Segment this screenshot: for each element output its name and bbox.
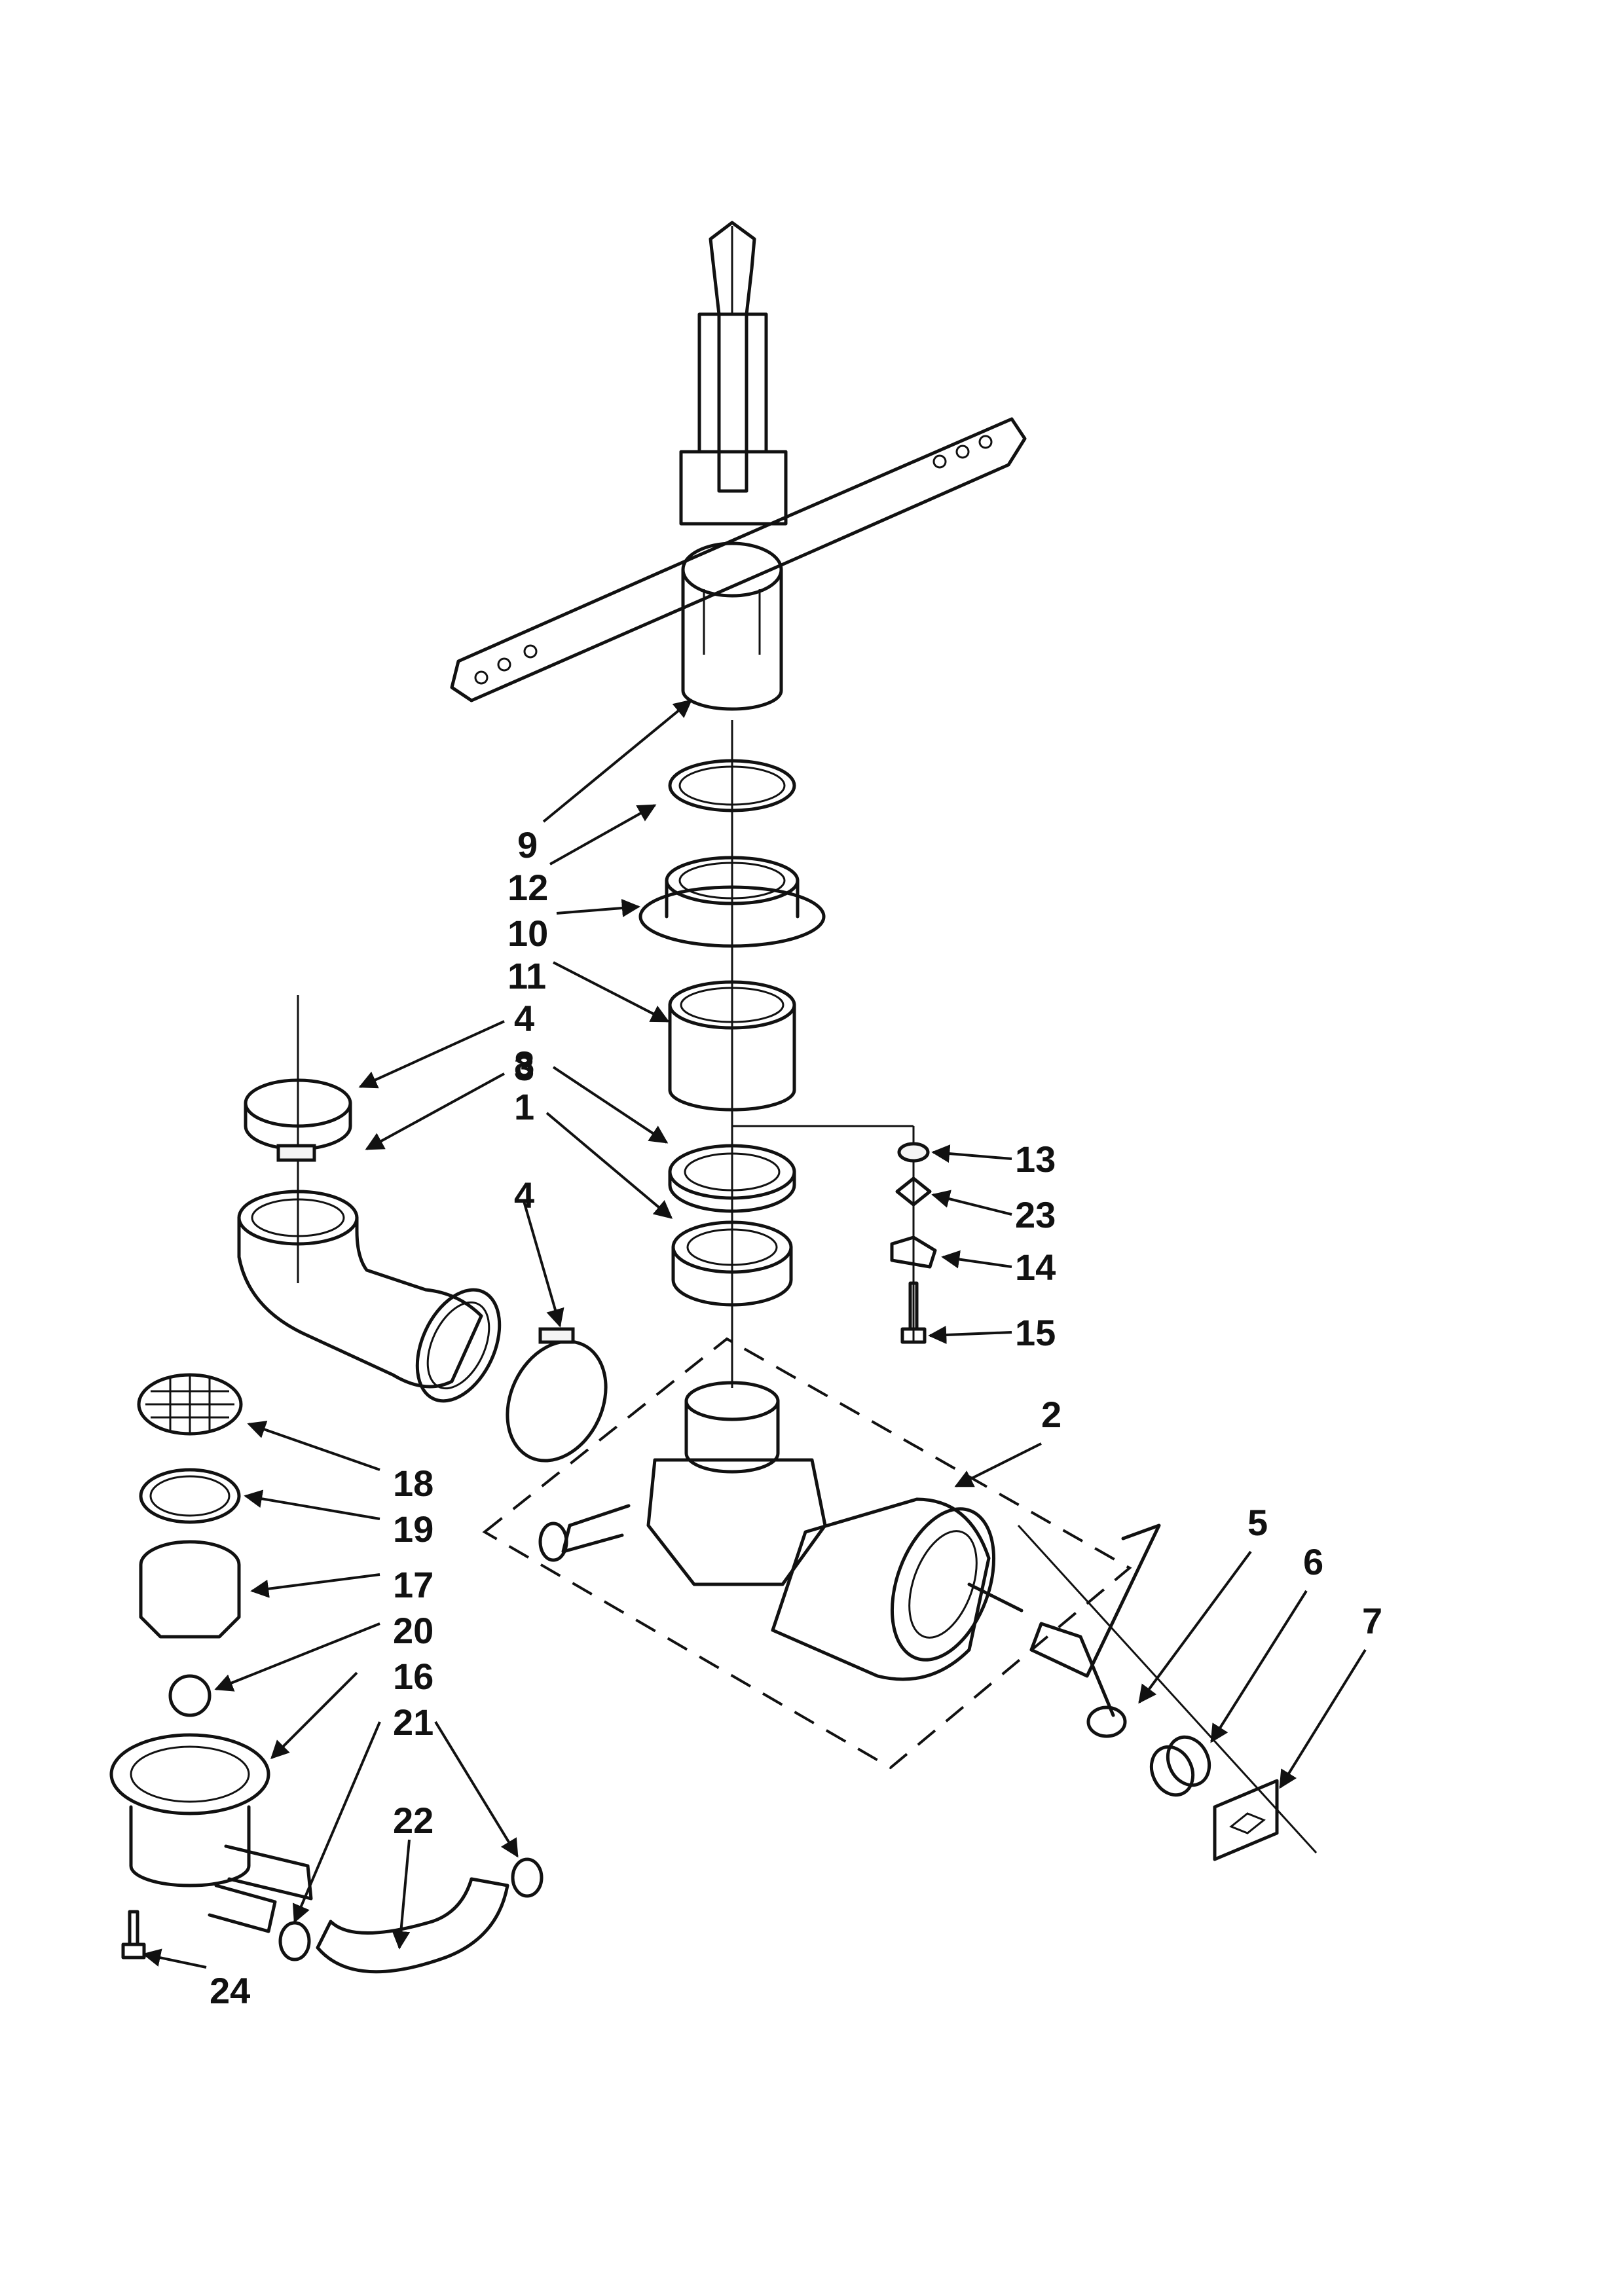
screw-15 bbox=[900, 1281, 927, 1344]
callout-21: 21 bbox=[393, 1702, 434, 1743]
callout-18: 18 bbox=[393, 1463, 434, 1504]
callout-13: 13 bbox=[1015, 1139, 1056, 1180]
callout-16: 16 bbox=[393, 1656, 434, 1697]
callout-7: 7 bbox=[1362, 1600, 1382, 1641]
leader-lines bbox=[142, 699, 1367, 1969]
callout-labels: 1 2 3 4 4 5 6 7 8 9 10 11 12 13 14 15 16… bbox=[210, 824, 1382, 2011]
spray-arm-assembly bbox=[450, 221, 1027, 711]
sump-16 bbox=[109, 1733, 270, 1815]
callout-6: 6 bbox=[1303, 1541, 1323, 1582]
callout-14: 14 bbox=[1015, 1247, 1056, 1288]
hose-22 bbox=[316, 1877, 509, 1974]
motor-axis-line bbox=[1017, 1524, 1318, 1854]
callout-3: 3 bbox=[514, 1047, 534, 1088]
callout-9: 9 bbox=[517, 824, 538, 866]
assembly-outline bbox=[482, 1337, 1132, 1770]
cover-17 bbox=[139, 1540, 241, 1639]
hose-clamp-middle bbox=[506, 1327, 608, 1463]
callout-4-lower: 4 bbox=[514, 1175, 534, 1216]
seal-ring-lower bbox=[671, 1220, 793, 1307]
seal-ring-upper bbox=[668, 1144, 796, 1213]
hose-clamp-left bbox=[244, 1078, 352, 1162]
clamp-21b bbox=[511, 1857, 544, 1898]
ring-19 bbox=[139, 1468, 241, 1524]
grommet bbox=[1149, 1735, 1211, 1797]
callout-24: 24 bbox=[210, 1970, 250, 2011]
callout-20: 20 bbox=[393, 1610, 434, 1651]
callout-15: 15 bbox=[1015, 1312, 1056, 1353]
drain-hose bbox=[278, 1857, 544, 1974]
callout-22: 22 bbox=[393, 1800, 434, 1841]
washer-13 bbox=[897, 1142, 930, 1163]
callout-2: 2 bbox=[1041, 1394, 1061, 1435]
callout-23: 23 bbox=[1015, 1194, 1056, 1235]
bracket-14 bbox=[890, 1235, 937, 1269]
check-ball-20 bbox=[168, 1674, 212, 1717]
small-parts-stack bbox=[890, 1142, 937, 1344]
callout-10: 10 bbox=[507, 913, 548, 954]
callout-19: 19 bbox=[393, 1508, 434, 1550]
star-washer-23 bbox=[895, 1176, 932, 1207]
callout-5: 5 bbox=[1247, 1502, 1268, 1543]
pump-motor-assembly bbox=[482, 1337, 1132, 1770]
callout-11: 11 bbox=[507, 955, 546, 996]
callout-1: 1 bbox=[514, 1086, 534, 1127]
hub-nut bbox=[638, 856, 826, 948]
mounting-plate bbox=[1213, 1779, 1279, 1861]
elbow-hose bbox=[237, 1190, 502, 1403]
screw-24 bbox=[121, 1910, 146, 1959]
callout-17: 17 bbox=[393, 1564, 434, 1605]
callout-4-upper: 4 bbox=[514, 998, 534, 1039]
clamp-21a bbox=[278, 1921, 311, 1961]
filter-cylinder bbox=[668, 980, 796, 1112]
retaining-ring bbox=[668, 759, 796, 812]
filter-stack-left bbox=[109, 1373, 313, 1959]
callout-8: 8 bbox=[514, 1044, 534, 1085]
motor-clip bbox=[1029, 1523, 1161, 1738]
callout-12: 12 bbox=[507, 867, 548, 908]
